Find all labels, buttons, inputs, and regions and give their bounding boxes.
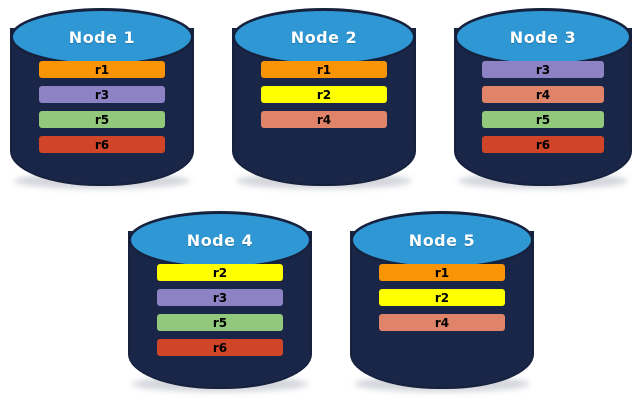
record-bar[interactable]: r6 [157, 339, 283, 356]
record-list: r2 r3 r5 r6 [128, 264, 312, 356]
record-bar[interactable]: r1 [261, 61, 387, 78]
record-bar[interactable]: r4 [482, 86, 604, 103]
record-bar[interactable]: r5 [39, 111, 165, 128]
record-list: r1 r2 r4 [232, 61, 416, 128]
record-list: r3 r4 r5 r6 [454, 61, 632, 153]
record-bar[interactable]: r4 [379, 314, 505, 331]
record-bar[interactable]: r3 [482, 61, 604, 78]
record-bar[interactable]: r5 [482, 111, 604, 128]
record-bar[interactable]: r2 [261, 86, 387, 103]
record-bar[interactable]: r5 [157, 314, 283, 331]
record-bar[interactable]: r2 [157, 264, 283, 281]
cylinder-top-ellipse [10, 8, 194, 66]
cylinder-top-ellipse [128, 211, 312, 269]
record-bar[interactable]: r2 [379, 289, 505, 306]
record-bar[interactable]: r1 [39, 61, 165, 78]
record-bar[interactable]: r3 [39, 86, 165, 103]
cylinder-top-ellipse [350, 211, 534, 269]
record-bar[interactable]: r3 [157, 289, 283, 306]
cylinder-top-ellipse [454, 8, 632, 66]
record-bar[interactable]: r4 [261, 111, 387, 128]
record-bar[interactable]: r1 [379, 264, 505, 281]
record-bar[interactable]: r6 [482, 136, 604, 153]
record-list: r1 r3 r5 r6 [10, 61, 194, 153]
record-list: r1 r2 r4 [350, 264, 534, 331]
cylinder-top-ellipse [232, 8, 416, 66]
record-bar[interactable]: r6 [39, 136, 165, 153]
